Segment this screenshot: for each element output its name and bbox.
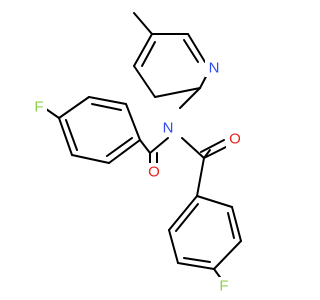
fluorine-atom-label: F	[34, 99, 43, 116]
bond	[168, 229, 179, 264]
bond	[141, 41, 156, 67]
bond	[227, 212, 235, 239]
label-backdrop	[226, 130, 244, 148]
bond	[213, 240, 242, 270]
oxygen-atom-label: O	[148, 164, 160, 181]
bond	[179, 87, 201, 109]
bond	[91, 103, 122, 111]
bond	[200, 139, 225, 153]
structure-canvas: F N N O O F	[31, 12, 244, 295]
bond	[149, 137, 169, 154]
molecule-structure: F N N O O F	[31, 12, 244, 295]
bond	[88, 96, 127, 105]
bond	[58, 117, 73, 156]
bond	[133, 33, 153, 67]
bond	[108, 139, 141, 164]
pyridine-nitrogen-label: N	[209, 60, 220, 77]
label-backdrop	[205, 59, 223, 77]
bond	[133, 12, 153, 35]
fluorophenyl-ring-lower	[168, 195, 242, 281]
imide-nitrogen-label: N	[163, 120, 174, 137]
bond	[45, 108, 60, 119]
bond	[183, 257, 211, 263]
oxygen-atom-label: O	[229, 131, 241, 148]
bond	[139, 139, 151, 154]
fluorophenyl-ring-upper	[45, 96, 141, 164]
bond	[203, 145, 229, 159]
label-backdrop	[159, 119, 177, 137]
bond	[177, 262, 215, 270]
bond	[168, 195, 198, 231]
carbonyl-lower	[181, 137, 229, 197]
atom-labels: F N N O O F	[31, 59, 244, 295]
bond	[125, 103, 141, 141]
label-backdrop	[31, 98, 47, 116]
pyridine-ring	[133, 12, 212, 109]
bond	[183, 39, 199, 63]
bond	[133, 65, 156, 98]
bond	[175, 203, 199, 232]
bond	[196, 195, 233, 208]
bond	[71, 154, 110, 164]
label-backdrop	[216, 277, 232, 295]
bond	[196, 157, 205, 197]
carbonyl-upper	[139, 137, 169, 169]
label-backdrop	[145, 163, 163, 181]
bond	[65, 119, 78, 151]
bond	[187, 33, 206, 63]
bond	[154, 87, 201, 98]
fluorine-atom-label: F	[219, 278, 228, 295]
bond	[106, 137, 133, 157]
bond	[58, 96, 90, 119]
bond	[231, 206, 242, 242]
bond	[181, 137, 205, 159]
